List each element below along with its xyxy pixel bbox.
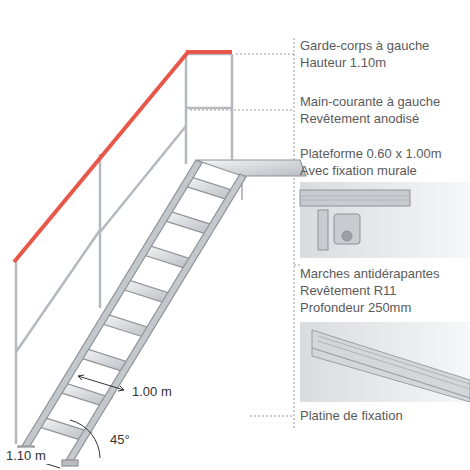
callout-text: Plateforme 0.60 x 1.00m (300, 146, 442, 162)
callout-text: Avec fixation murale (300, 163, 417, 179)
callout-text: Main-courante à gauche (300, 94, 440, 110)
callout-text: Marches antidérapantes (300, 266, 439, 282)
inset-details (300, 182, 470, 402)
callout-text: Garde-corps à gauche (300, 38, 429, 54)
callout-text: Revêtement anodisé (300, 111, 419, 127)
dimension-label: 1.10 m (4, 448, 48, 464)
angle-label: 45° (108, 432, 132, 448)
callout-text: Platine de fixation (300, 408, 403, 424)
callout-text: Profondeur 250mm (300, 300, 411, 316)
callout-text: Hauteur 1.10m (300, 55, 386, 71)
handrail (186, 50, 232, 54)
dimension-label: 1.00 m (130, 384, 174, 400)
handrail (14, 52, 188, 262)
guard-rail (16, 54, 232, 444)
callout-text: Revêtement R11 (300, 283, 397, 299)
